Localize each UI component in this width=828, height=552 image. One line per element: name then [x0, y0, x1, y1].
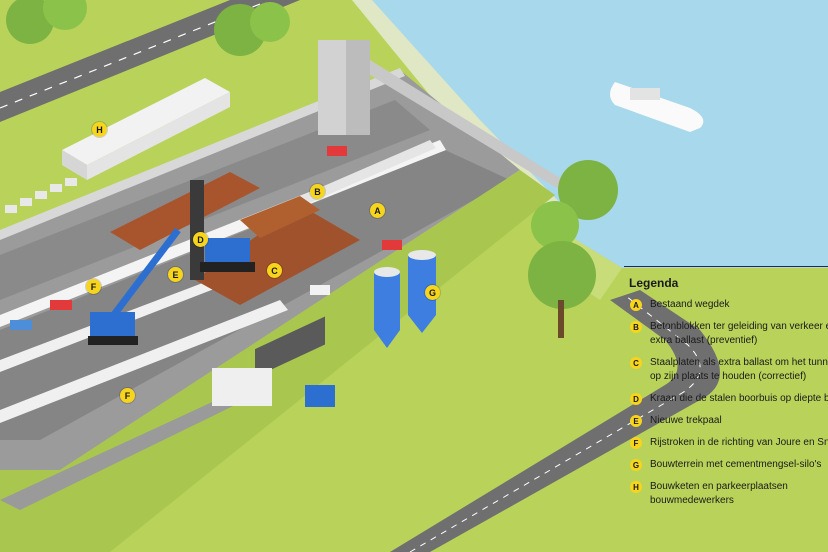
legend-key: C [630, 357, 642, 369]
site-huts-front [62, 150, 87, 180]
crane-boom [107, 227, 181, 323]
legend-key: H [630, 481, 642, 493]
legend-text-line: Staalplaten als extra ballast om het tun… [650, 357, 828, 368]
marker-b: B [310, 184, 325, 199]
marker-a: A [370, 203, 385, 218]
legend-key: G [630, 459, 642, 471]
legend-key: B [630, 321, 642, 333]
legend-text: Betonblokken ter geleiding van verkeer e… [650, 320, 828, 348]
legend-text: Rijstroken in de richting van Joure en S… [650, 436, 828, 450]
lower-road [0, 380, 270, 510]
right-road [390, 290, 720, 552]
legend-title: Legenda [629, 276, 679, 290]
concrete-row-4 [0, 300, 288, 423]
steel-plates-mid [240, 196, 320, 238]
marker-g: G [425, 285, 440, 300]
marker-f-upper: F [86, 279, 101, 294]
legend-item: C Staalplaten als extra ballast om het tu… [630, 356, 828, 384]
portal-roof [370, 60, 560, 190]
legend-item: G Bouwterrein met cementmengsel-silo's [630, 458, 828, 472]
legend-text: Nieuwe trekpaal [650, 414, 722, 428]
drill-rig-tracks [200, 262, 255, 272]
legend-item: D Kraan die de stalen boorbuis op diepte … [630, 392, 828, 406]
legend-key: E [630, 415, 642, 427]
legend-key: F [630, 437, 642, 449]
legend-text-line: Kraan die de stalen boorbuis op diepte b… [650, 393, 828, 404]
car-red-2 [382, 240, 402, 250]
drill-rig-body [205, 238, 250, 263]
steel-plates-main [195, 205, 360, 305]
legend-item: H Bouwketen en parkeerplaatsen bouwmedewer… [630, 480, 828, 508]
legend-item: F Rijstroken in de richting van Joure en … [630, 436, 828, 450]
legend-key: D [630, 393, 642, 405]
legend-text-line: Betonblokken ter geleiding van verkeer e… [650, 321, 828, 332]
road-curb [0, 68, 405, 240]
legend-text: Staalplaten als extra ballast om het tun… [650, 356, 828, 384]
portal-tower-side [346, 40, 370, 135]
legend-text: Bouwketen en parkeerplaatsen bouwmedewerk… [650, 480, 788, 508]
steel-plates-left [110, 172, 260, 250]
legend-text: Bestaand wegdek [650, 298, 730, 312]
marker-f-lower: F [120, 388, 135, 403]
legend-text-line: Rijstroken in de richting van Joure en S… [650, 437, 828, 448]
marker-e: E [168, 267, 183, 282]
legend-text-line: Nieuwe trekpaal [650, 415, 722, 426]
car-red-3 [50, 300, 72, 310]
legend-text-line: Bouwketen en parkeerplaatsen [650, 481, 788, 492]
legend-key: A [630, 299, 642, 311]
parked-cars [5, 178, 77, 213]
legend-text-line: Bestaand wegdek [650, 299, 730, 310]
crane-cab [90, 312, 135, 338]
boat [610, 82, 704, 132]
legend-text-line: Bouwterrein met cementmengsel-silo's [650, 459, 822, 470]
crane-tracks [88, 336, 138, 345]
crane-mast [190, 180, 204, 280]
legend-text-line: bouwmedewerkers [650, 495, 734, 506]
legend-item: E Nieuwe trekpaal [630, 414, 828, 428]
legend-text-line: extra ballast (preventief) [650, 335, 758, 346]
legend-text: Kraan die de stalen boorbuis op diepte b… [650, 392, 828, 406]
legend-text: Bouwterrein met cementmengsel-silo's [650, 458, 821, 472]
car-red-1 [327, 146, 347, 156]
car-white [310, 285, 330, 295]
car-blue [10, 320, 32, 330]
marker-h: H [92, 122, 107, 137]
site-huts [62, 78, 230, 165]
legend-text-line: op zijn plaats te houden (correctief) [650, 371, 807, 382]
legend-rule [624, 266, 828, 267]
right-road-dash [409, 295, 701, 552]
water [360, 0, 828, 268]
marker-c: C [267, 263, 282, 278]
bulldozer [305, 385, 335, 407]
container-1 [255, 316, 325, 378]
marker-d: D [193, 232, 208, 247]
trees [6, 0, 618, 338]
container-2 [212, 368, 272, 406]
legend-item: A Bestaand wegdek [630, 298, 828, 312]
site-huts-side [87, 92, 230, 180]
legend-item: B Betonblokken ter geleiding van verkeer … [630, 320, 828, 348]
